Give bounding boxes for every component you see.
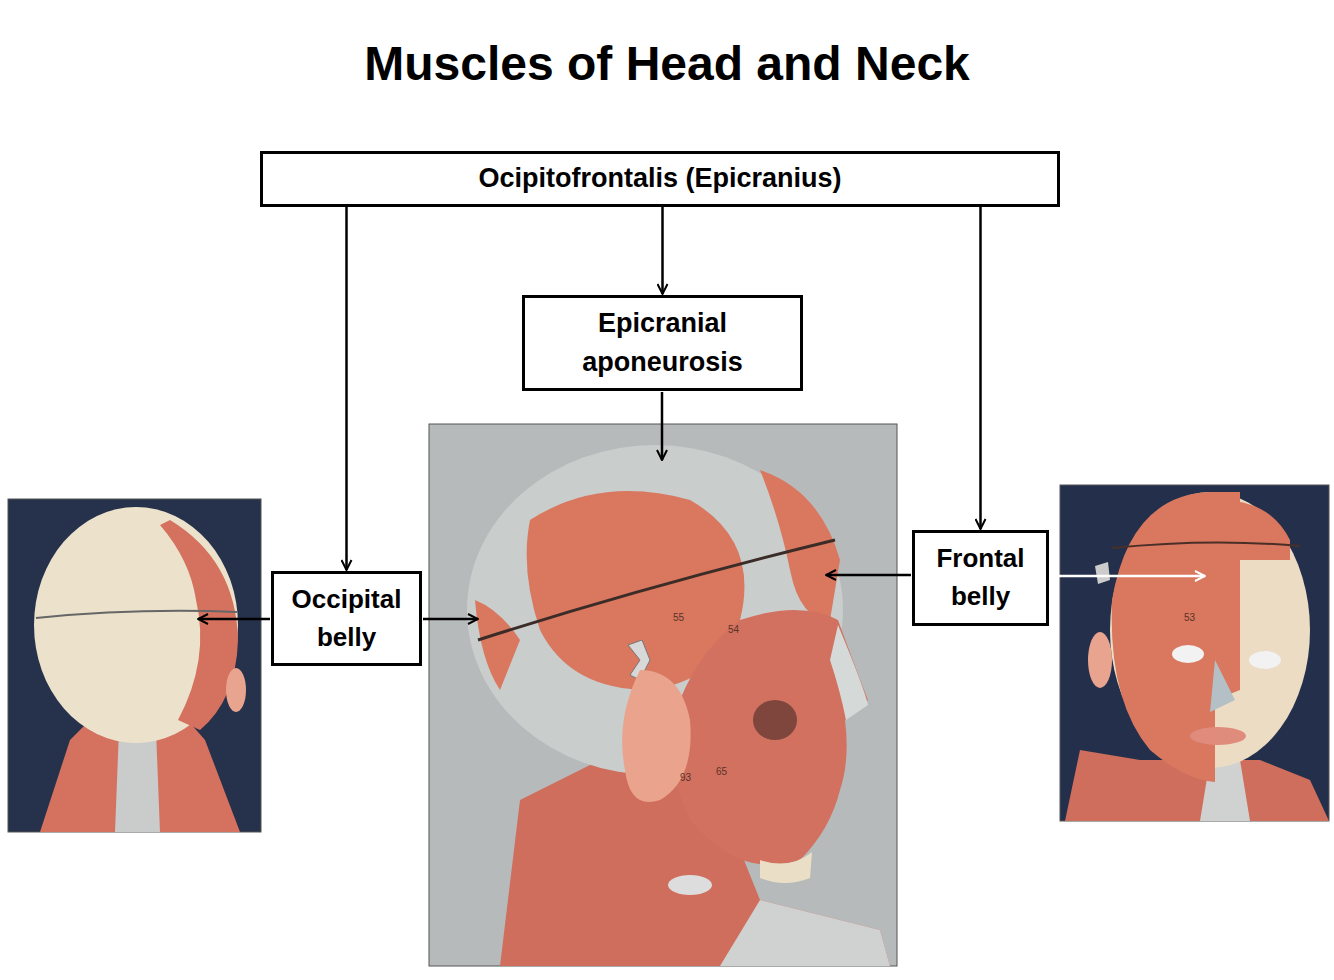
leader-arrow bbox=[826, 574, 911, 577]
nose-cartilage bbox=[1210, 660, 1235, 712]
nose-cartilage bbox=[830, 625, 868, 720]
frontal-belly-muscle bbox=[1220, 500, 1290, 560]
leader-arrow bbox=[198, 618, 270, 621]
callout-number: 54 bbox=[728, 624, 739, 635]
front-view-photo bbox=[1060, 485, 1329, 821]
lips bbox=[1190, 727, 1246, 745]
callout-number: 93 bbox=[680, 772, 691, 783]
clip bbox=[1095, 562, 1110, 584]
leader-arrow bbox=[1050, 575, 1205, 578]
ear bbox=[1088, 632, 1112, 688]
callout-number: 65 bbox=[716, 766, 727, 777]
frontal-belly-muscle bbox=[760, 470, 840, 620]
skull-back bbox=[34, 507, 238, 743]
photo-background bbox=[1060, 485, 1329, 821]
photo-background bbox=[8, 499, 261, 832]
callout-number: 55 bbox=[673, 612, 684, 623]
eye bbox=[1172, 645, 1204, 663]
chin bbox=[760, 852, 812, 883]
diagram-title: Muscles of Head and Neck bbox=[0, 36, 1334, 91]
box-text: Epicranial aponeurosis bbox=[533, 304, 792, 382]
label-box: Occipital belly bbox=[271, 571, 422, 666]
connector-arrow bbox=[979, 207, 982, 529]
occipital-belly-muscle bbox=[160, 520, 238, 730]
label-box: Ocipitofrontalis (Epicranius) bbox=[260, 151, 1060, 207]
eye-socket bbox=[753, 700, 797, 740]
ear bbox=[622, 670, 690, 802]
ear bbox=[226, 668, 246, 712]
cartilage bbox=[668, 875, 712, 895]
back-view-photo bbox=[8, 499, 261, 832]
box-text: Ocipitofrontalis (Epicranius) bbox=[478, 159, 841, 198]
leader-arrow bbox=[661, 392, 664, 460]
cut-line bbox=[36, 611, 237, 618]
label-box: Epicranial aponeurosis bbox=[522, 295, 803, 391]
box-text: Occipital belly bbox=[282, 581, 411, 656]
cut-line bbox=[478, 540, 835, 640]
box-text: Frontal belly bbox=[923, 540, 1038, 615]
connector-arrow bbox=[661, 207, 664, 294]
neck-fascia bbox=[720, 900, 890, 966]
face-muscles bbox=[672, 610, 868, 865]
eye bbox=[1249, 651, 1281, 669]
label-box: Frontal belly bbox=[912, 530, 1049, 626]
cut-line bbox=[1112, 542, 1300, 548]
connector-arrow bbox=[345, 207, 348, 570]
photo-background bbox=[429, 424, 897, 966]
leader-arrow bbox=[423, 618, 478, 621]
occipital-belly-muscle bbox=[475, 600, 520, 690]
callout-number: 53 bbox=[1184, 612, 1195, 623]
side-view-photo bbox=[429, 424, 897, 966]
